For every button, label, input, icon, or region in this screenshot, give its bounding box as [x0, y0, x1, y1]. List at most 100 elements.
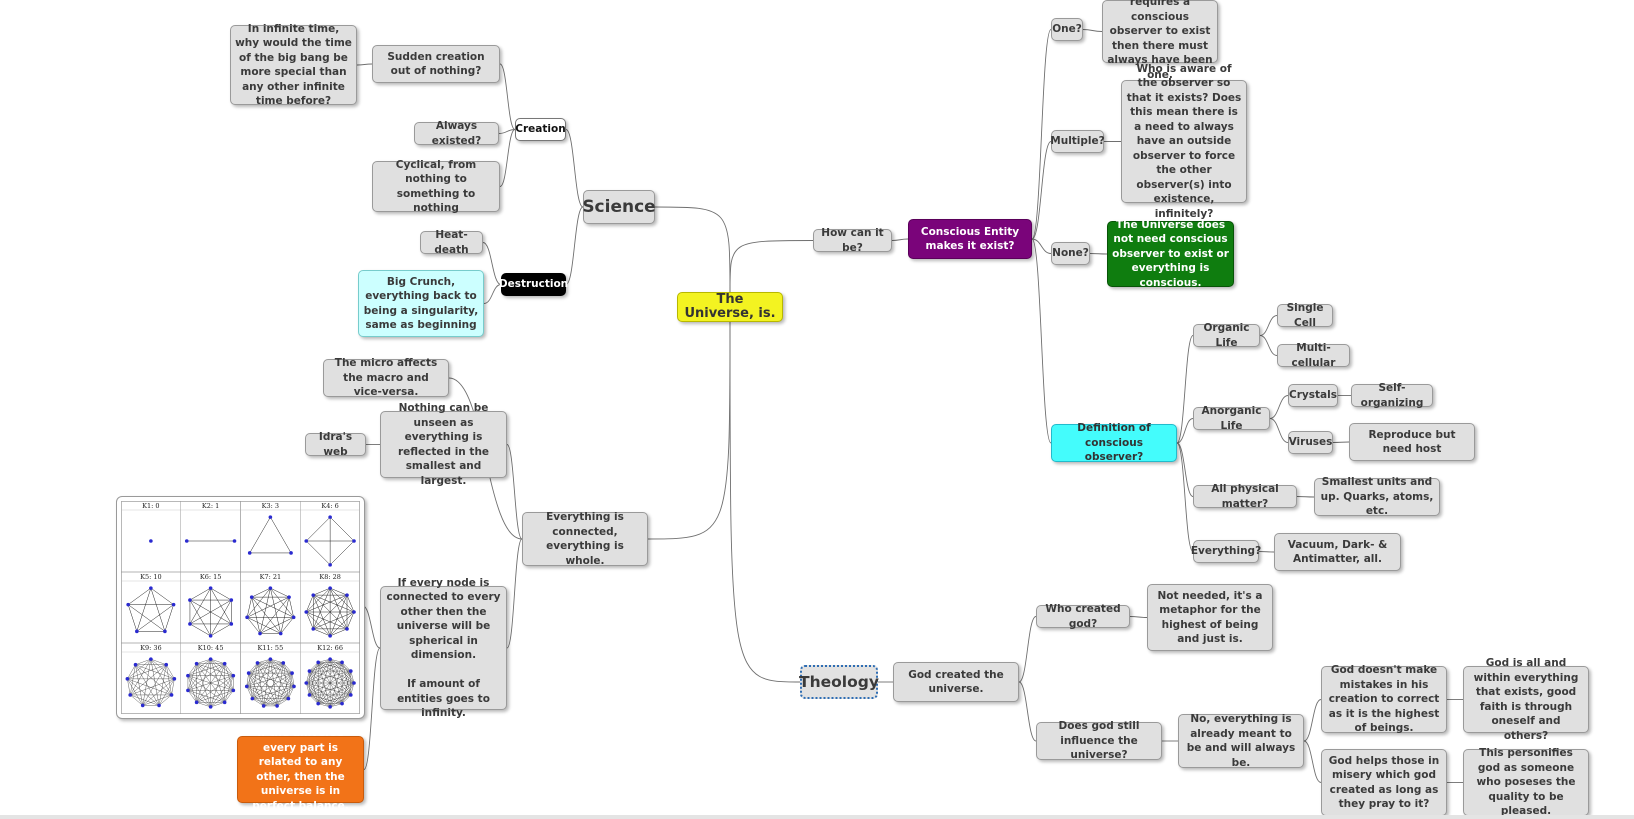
definition-conscious-observer-node[interactable]: Definition of conscious observer? — [1051, 422, 1177, 463]
sudden-creation-node[interactable]: Sudden creation out of nothing? — [372, 45, 500, 83]
connector-line — [1259, 315, 1278, 336]
graph-vertex — [328, 657, 332, 661]
graph-vertex — [222, 700, 227, 705]
not-needed-node[interactable]: Not needed, it's a metaphor for the high… — [1147, 584, 1273, 651]
graph-vertex — [268, 657, 273, 661]
connector-line — [482, 242, 502, 285]
micro-macro-node[interactable]: The micro affects the macro and vice-ver… — [323, 357, 449, 398]
conscious-entity-node[interactable]: Conscious Entity makes it exist? — [908, 219, 1032, 259]
science-node[interactable]: Science — [582, 190, 656, 224]
graph-vertex — [340, 701, 344, 706]
already-meant-to-be-node[interactable]: No, everything is already meant to be an… — [1178, 713, 1304, 769]
one-node[interactable]: One? — [1051, 18, 1083, 41]
complete-graph-label: K1: 0 — [142, 502, 159, 510]
graph-vertex — [345, 593, 349, 597]
none-explanation-node[interactable]: The Universe does not need conscious obs… — [1107, 219, 1234, 289]
how-can-it-be-node[interactable]: How can it be? — [813, 227, 892, 254]
connector-line — [1332, 441, 1350, 443]
connector-line — [363, 647, 381, 770]
idras-web-node[interactable]: Idra's web — [305, 431, 366, 458]
graph-vertex — [169, 693, 174, 697]
graph-vertex — [286, 696, 291, 701]
graph-vertex — [188, 598, 192, 602]
complete-graph-label: K8: 28 — [319, 573, 341, 581]
graph-vertex — [255, 661, 260, 665]
multi-cellular-node[interactable]: Multi-cellular — [1277, 342, 1350, 369]
self-organizing-node[interactable]: Self-organizing — [1351, 382, 1433, 409]
one-explanation-node[interactable]: If the universe requires a conscious obs… — [1102, 0, 1218, 81]
personifies-god-node[interactable]: This personifies god as someone who pose… — [1463, 747, 1589, 817]
graph-vertex — [208, 705, 213, 709]
connector-line — [1176, 442, 1194, 552]
smallest-units-node[interactable]: Smallest units and up. Quarks, atoms, et… — [1314, 476, 1440, 517]
root-node[interactable]: The Universe, is. — [677, 292, 783, 322]
god-created-universe-node[interactable]: God created the universe. — [893, 662, 1019, 702]
all-physical-matter-node[interactable]: All physical matter? — [1193, 483, 1297, 510]
graph-vertex — [186, 688, 190, 693]
reproduce-host-node[interactable]: Reproduce but need host — [1349, 423, 1475, 461]
graph-vertex — [304, 681, 309, 685]
graph-vertex — [188, 622, 192, 626]
multiple-explanation-node[interactable]: Who is aware of the observer so that it … — [1121, 63, 1247, 220]
bottom-scroll-track[interactable] — [0, 815, 1634, 819]
connector-line — [1089, 253, 1108, 255]
crystals-node[interactable]: Crystals — [1288, 384, 1338, 407]
graph-vertex — [278, 631, 283, 636]
nothing-unseen-node[interactable]: Nothing can be unseen as everything is r… — [380, 402, 507, 487]
connector-line — [1269, 395, 1289, 419]
vacuum-antimatter-node[interactable]: Vacuum, Dark- & Antimatter, all. — [1274, 533, 1401, 571]
every-node-connected-node[interactable]: If every node is connected to every othe… — [380, 577, 507, 719]
graph-vertex — [352, 610, 356, 614]
heat-death-node[interactable]: Heat-death — [420, 229, 483, 256]
complete-graph-label: K12: 66 — [317, 644, 343, 652]
everything-node[interactable]: Everything? — [1191, 540, 1261, 563]
connector-line — [1082, 29, 1103, 32]
cyclical-node[interactable]: Cyclical, from nothing to something to n… — [372, 159, 500, 214]
none-node[interactable]: None? — [1051, 242, 1090, 265]
everything-connected-node[interactable]: Everything is connected, everything is w… — [522, 511, 648, 567]
connector-line — [729, 321, 801, 683]
connector-line — [1031, 29, 1052, 240]
graph-vertex — [291, 615, 296, 620]
god-helps-node[interactable]: God helps those in misery which god crea… — [1321, 749, 1447, 816]
graph-vertex — [186, 673, 190, 678]
graph-vertex — [149, 539, 153, 543]
theology-node[interactable]: Theology — [799, 665, 879, 699]
graph-vertex — [328, 705, 332, 709]
perfect-balance-node[interactable]: If the universe every part is related to… — [237, 727, 364, 812]
connector-line — [1296, 496, 1315, 498]
creation-node[interactable]: Creation — [515, 118, 566, 141]
connector-line — [483, 284, 502, 304]
multiple-node[interactable]: Multiple? — [1050, 130, 1105, 153]
no-mistakes-node[interactable]: God doesn't make mistakes in his creatio… — [1321, 664, 1447, 734]
graph-vertex — [307, 693, 312, 697]
graph-vertex — [328, 563, 332, 567]
destruction-node[interactable]: Destruction — [499, 273, 568, 296]
who-created-god-node[interactable]: Who created god? — [1036, 603, 1130, 630]
graph-vertex — [249, 595, 254, 599]
connector-line — [647, 321, 731, 540]
graph-vertex — [149, 586, 153, 590]
organic-life-node[interactable]: Organic Life — [1193, 322, 1260, 349]
god-influence-node[interactable]: Does god still influence the universe? — [1036, 720, 1162, 761]
connector-line — [1269, 418, 1289, 443]
graph-vertex — [328, 586, 332, 590]
complete-graph-cell: K8: 28 — [300, 571, 360, 644]
connector-line — [1018, 616, 1037, 683]
complete-graph-cell: K10: 45 — [180, 642, 241, 714]
connector-line — [1018, 681, 1037, 742]
single-cell-node[interactable]: Single Cell — [1277, 302, 1333, 329]
graph-vertex — [250, 696, 255, 701]
big-crunch-node[interactable]: Big Crunch, everything back to being a s… — [358, 270, 484, 337]
god-is-all-node[interactable]: God is all and within everything that ex… — [1463, 657, 1589, 742]
anorganic-life-node[interactable]: Anorganic Life — [1193, 405, 1270, 432]
graph-vertex — [245, 615, 249, 620]
connector-line — [498, 129, 516, 134]
complete-graph-label: K7: 21 — [260, 573, 282, 581]
connector-line — [729, 240, 814, 293]
graph-vertex — [292, 684, 296, 689]
viruses-node[interactable]: Viruses — [1288, 431, 1333, 454]
infinite-time-node[interactable]: In infinite time, why would the time of … — [230, 23, 357, 107]
always-existed-node[interactable]: Always existed? — [414, 120, 499, 147]
complete-graph-cell: K7: 21 — [240, 571, 301, 644]
